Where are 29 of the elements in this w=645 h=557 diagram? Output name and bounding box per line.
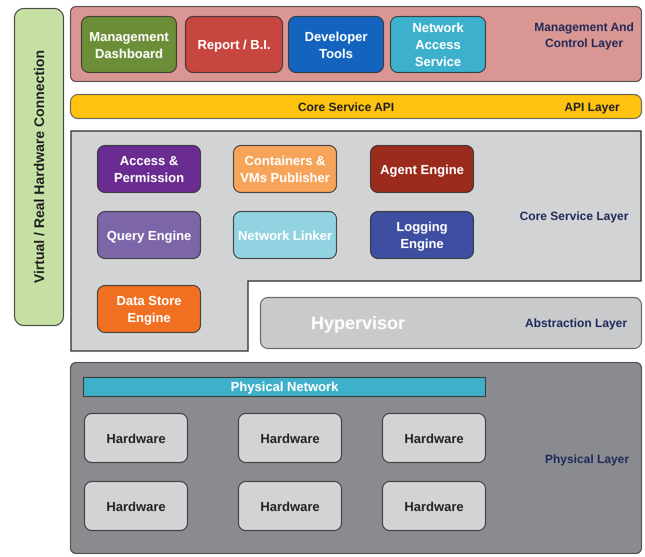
hypervisor-band bbox=[260, 297, 642, 349]
layer-label: Physical Layer bbox=[544, 451, 630, 467]
module-box: Access & Permission bbox=[97, 145, 201, 193]
layer-label: Abstraction Layer bbox=[524, 315, 628, 331]
layer-label: Core Service Layer bbox=[518, 208, 630, 224]
module-box: Hardware bbox=[238, 481, 342, 531]
module-box: Query Engine bbox=[97, 211, 201, 259]
module-box: Hardware bbox=[84, 481, 188, 531]
module-box: Logging Engine bbox=[370, 211, 474, 259]
module-box: Hardware bbox=[84, 413, 188, 463]
module-box: Developer Tools bbox=[288, 16, 384, 73]
module-box: Report / B.I. bbox=[185, 16, 283, 73]
module-box: Hardware bbox=[382, 481, 486, 531]
module-box: Management Dashboard bbox=[81, 16, 177, 73]
side-band: Virtual / Real Hardware Connection bbox=[14, 8, 64, 326]
layer-panel bbox=[70, 362, 642, 554]
module-box: Containers & VMs Publisher bbox=[233, 145, 337, 193]
module-box: Hardware bbox=[238, 413, 342, 463]
module-box: Data Store Engine bbox=[97, 285, 201, 333]
layer-panel bbox=[70, 6, 642, 82]
api-title: Core Service API bbox=[296, 99, 396, 115]
module-box: Hardware bbox=[382, 413, 486, 463]
api-band bbox=[70, 94, 642, 119]
module-box: Network Linker bbox=[233, 211, 337, 259]
module-box: Agent Engine bbox=[370, 145, 474, 193]
layer-label: Management And Control Layer bbox=[533, 19, 635, 51]
network-bar: Physical Network bbox=[83, 377, 486, 397]
module-box: Network Access Service bbox=[390, 16, 486, 73]
layer-label: API Layer bbox=[563, 99, 621, 115]
